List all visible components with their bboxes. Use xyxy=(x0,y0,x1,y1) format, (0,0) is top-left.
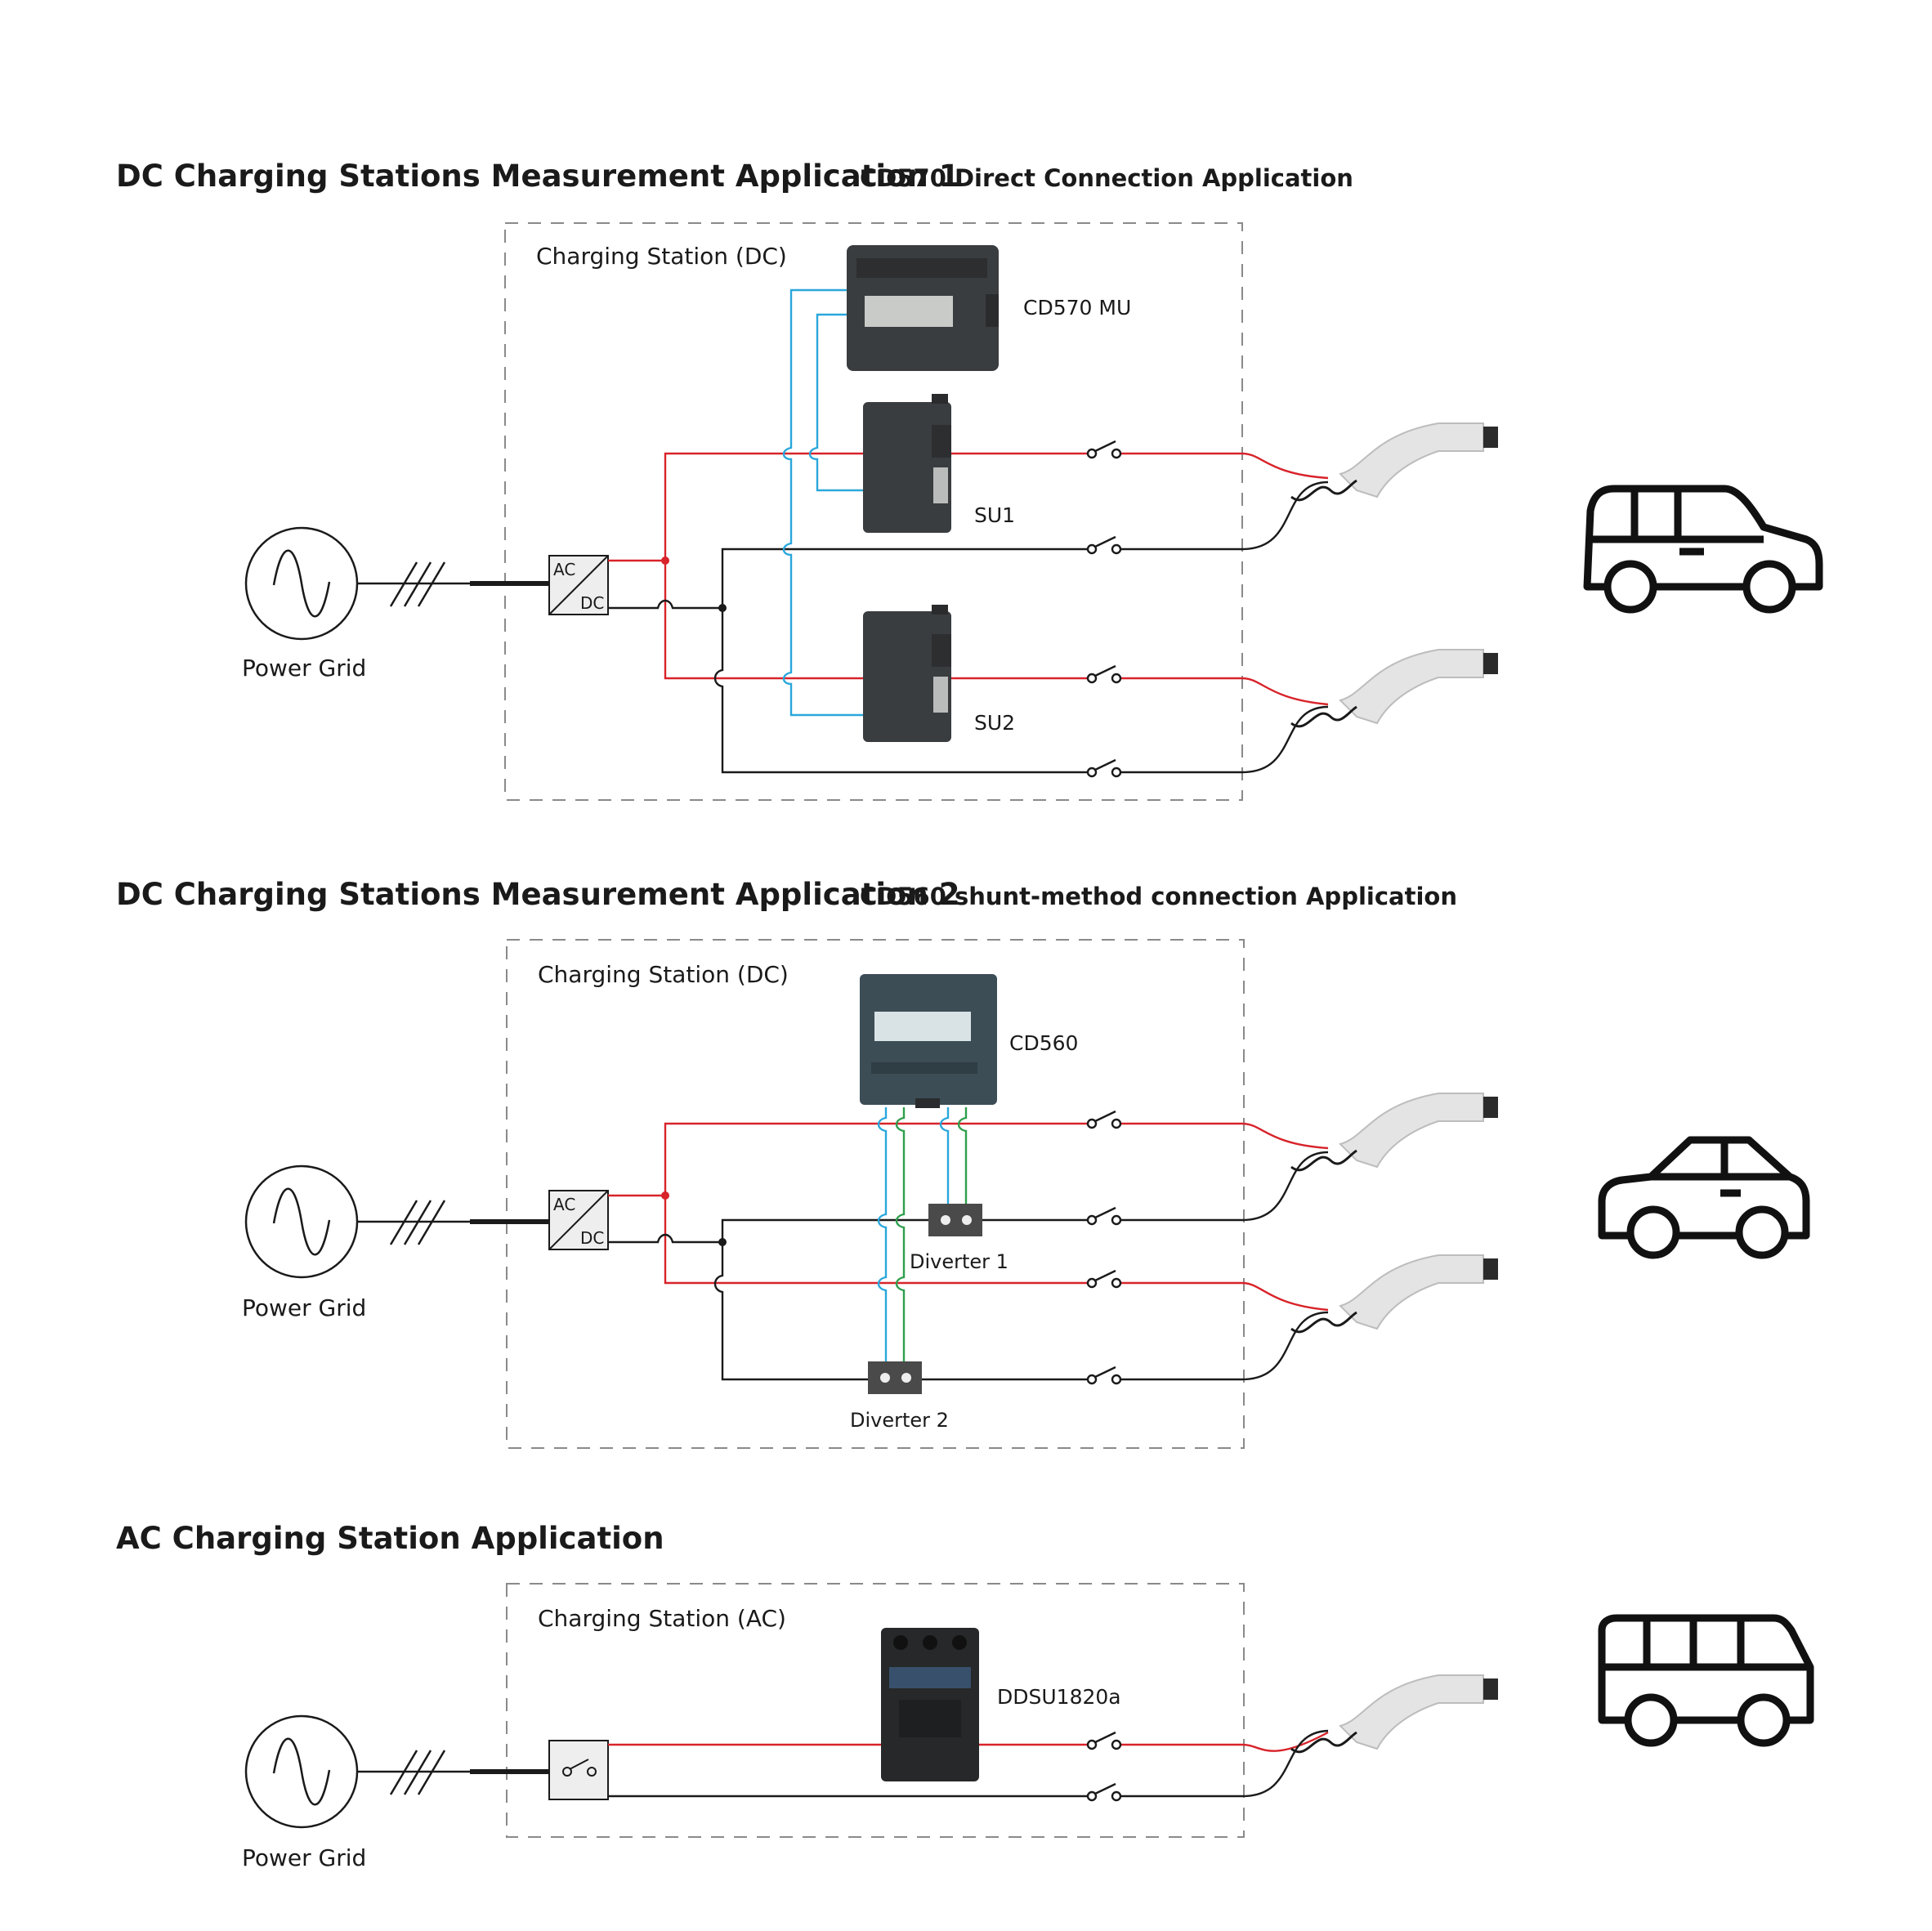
section1-subtitle: CD570 Direct Connection Application xyxy=(860,164,1353,192)
charging-plug-icon xyxy=(1290,1674,1500,1754)
su1-unit xyxy=(863,394,951,533)
station-label-2: Charging Station (DC) xyxy=(538,961,789,988)
switch-icon xyxy=(1086,440,1122,459)
ddsu1820a-meter xyxy=(881,1628,979,1781)
switch-icon xyxy=(1086,1110,1122,1129)
converter-ac-label: AC xyxy=(553,560,575,579)
cd570-label: CD570 MU xyxy=(1023,296,1131,320)
su1-label: SU1 xyxy=(974,503,1015,527)
switch-icon xyxy=(1086,1782,1122,1802)
charging-plug-icon xyxy=(1290,648,1500,728)
diverter2-label: Diverter 2 xyxy=(850,1409,949,1432)
ac-dc-converter xyxy=(548,555,609,615)
ddsu1820a-label: DDSU1820a xyxy=(997,1685,1121,1709)
diverter-2 xyxy=(868,1361,922,1394)
section2-subtitle: CD560 shunt-method connection Applicatio… xyxy=(860,883,1457,910)
van-icon xyxy=(1598,1614,1814,1747)
three-phase-mark xyxy=(389,1750,446,1795)
station-box-dc-1 xyxy=(504,222,1243,801)
grid-label-3: Power Grid xyxy=(242,1844,366,1871)
section2-title: DC Charging Stations Measurement Applica… xyxy=(116,877,959,912)
switch-icon xyxy=(1086,758,1122,778)
three-phase-mark xyxy=(389,561,446,607)
grid-label-1: Power Grid xyxy=(242,655,366,682)
suv-car-icon xyxy=(1583,485,1823,614)
three-phase-mark xyxy=(389,1200,446,1245)
charging-plug-icon xyxy=(1290,1254,1500,1334)
su2-unit xyxy=(863,605,951,742)
cd560-label: CD560 xyxy=(1009,1031,1078,1055)
switch-icon xyxy=(1086,1366,1122,1385)
switch-icon xyxy=(1086,535,1122,555)
ac-source-icon xyxy=(244,1164,359,1279)
ac-dc-converter xyxy=(548,1190,609,1250)
charging-plug-icon xyxy=(1290,422,1500,502)
converter-ac-label: AC xyxy=(553,1195,575,1214)
converter-dc-label: DC xyxy=(580,1228,604,1248)
ac-source-icon xyxy=(244,1714,359,1829)
station-label-1: Charging Station (DC) xyxy=(536,243,787,270)
converter-dc-label: DC xyxy=(580,593,604,613)
section3-title: AC Charging Station Application xyxy=(116,1521,664,1556)
cd570-mu-meter xyxy=(847,245,999,371)
ac-source-icon xyxy=(244,526,359,641)
diverter1-label: Diverter 1 xyxy=(910,1250,1008,1273)
grid-label-2: Power Grid xyxy=(242,1294,366,1321)
section1-title: DC Charging Stations Measurement Applica… xyxy=(116,159,959,194)
switch-icon xyxy=(1086,1206,1122,1226)
diverter-1 xyxy=(928,1204,982,1236)
switch-icon xyxy=(1086,664,1122,684)
su2-label: SU2 xyxy=(974,711,1015,735)
switch-icon xyxy=(1086,1731,1122,1750)
station-box-ac xyxy=(506,1583,1245,1838)
station-label-3: Charging Station (AC) xyxy=(538,1605,786,1632)
station-box-dc-2 xyxy=(506,939,1245,1449)
cd560-meter xyxy=(860,974,997,1108)
charging-plug-icon xyxy=(1290,1092,1500,1172)
sedan-car-icon xyxy=(1598,1136,1810,1259)
switch-icon xyxy=(1086,1269,1122,1289)
ac-switch-box xyxy=(548,1740,609,1800)
